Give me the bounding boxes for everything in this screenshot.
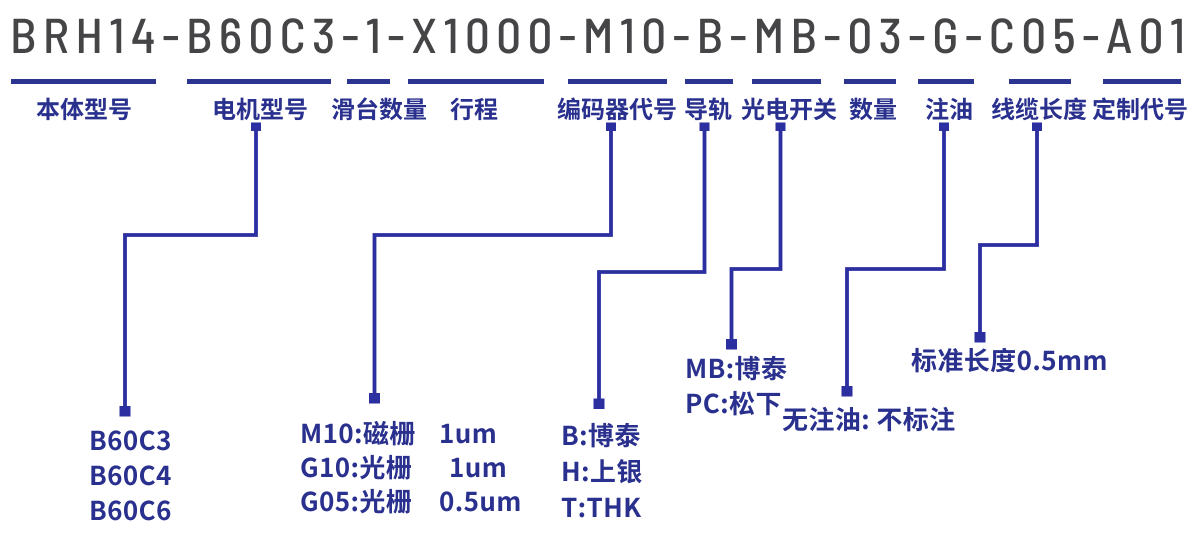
segment-label-4 — [450, 95, 500, 122]
segment-label-7 — [741, 95, 839, 122]
note-rail-item — [561, 456, 645, 486]
connector-rail-line — [597, 131, 707, 400]
note-oil-line — [782, 404, 958, 434]
connector-encoder-end-square — [369, 393, 380, 404]
connector-switch — [726, 122, 786, 350]
connector-switch-line — [729, 131, 783, 340]
connector-cable-top-square — [1032, 122, 1042, 131]
note-switch-item — [685, 388, 784, 418]
note-encoder-value — [439, 418, 499, 448]
segment-underline-11 — [1103, 79, 1182, 84]
connector-cable — [974, 122, 1042, 343]
segment-label-6 — [684, 95, 734, 122]
connector-cable-end-square — [974, 332, 986, 343]
connector-motor-line — [123, 131, 258, 407]
note-encoder-code — [300, 486, 414, 516]
segment-label-1 — [36, 95, 134, 122]
segment-label-9 — [925, 95, 975, 122]
segment-label-2 — [212, 95, 310, 122]
segment-label-5 — [557, 95, 679, 122]
segment-underline-5 — [568, 79, 667, 84]
connector-rail — [593, 122, 710, 409]
segment-underline-3 — [347, 79, 390, 84]
segment-underline-4 — [408, 79, 544, 84]
connector-motor — [119, 122, 261, 417]
note-encoder-value — [439, 486, 524, 516]
connector-oil-top-square — [939, 122, 949, 131]
segment-underline-7 — [752, 79, 821, 84]
connector-motor-top-square — [251, 122, 261, 131]
connector-motor-end-square — [119, 406, 131, 417]
segment-underline-1 — [10, 79, 156, 84]
connector-encoder-top-square — [606, 122, 616, 131]
note-encoder-code — [300, 418, 418, 448]
connector-encoder-line — [372, 131, 613, 394]
segment-underline-6 — [685, 79, 733, 84]
connector-switch-top-square — [775, 122, 786, 131]
note-motor-item — [89, 425, 174, 455]
note-motor-item — [89, 495, 174, 525]
connector-switch-end-square — [726, 339, 737, 350]
segment-underline-9 — [918, 79, 974, 84]
connector-cable-line — [978, 131, 1039, 333]
note-cable-line — [911, 345, 1110, 375]
note-rail-item — [561, 420, 643, 450]
segment-underline-10 — [1009, 79, 1072, 84]
segment-label-10 — [991, 95, 1089, 122]
segment-underline-8 — [844, 79, 896, 84]
note-encoder-code — [300, 452, 414, 482]
connector-oil-end-square — [841, 386, 853, 397]
note-encoder-value — [449, 452, 509, 482]
title-text — [10, 6, 1188, 61]
segment-label-3 — [331, 95, 429, 122]
segment-label-11 — [1092, 95, 1190, 122]
connector-rail-top-square — [699, 122, 710, 131]
connector-oil-line — [845, 131, 946, 387]
connector-encoder — [369, 122, 616, 404]
note-rail-item — [561, 492, 644, 522]
segment-label-8 — [849, 95, 899, 122]
segment-underline-2 — [187, 79, 331, 84]
note-switch-item — [685, 353, 789, 383]
connector-oil — [841, 122, 949, 397]
note-motor-item — [89, 460, 174, 490]
connector-rail-end-square — [593, 398, 605, 409]
